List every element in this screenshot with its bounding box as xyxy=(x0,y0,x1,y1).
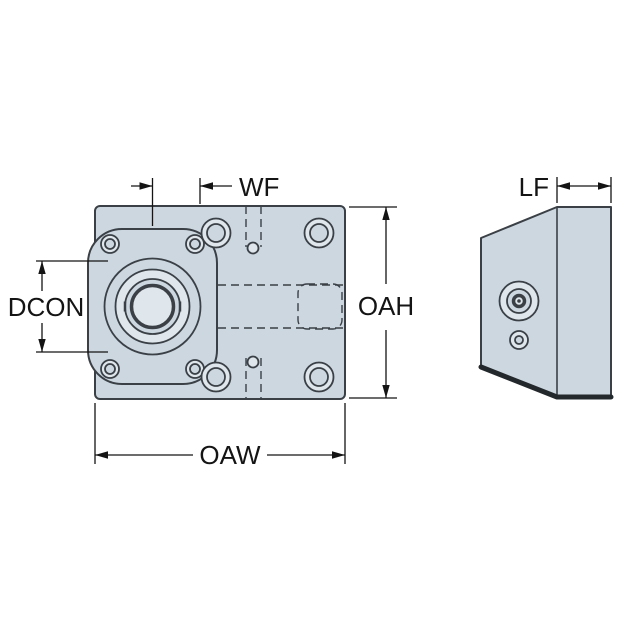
front-view xyxy=(87,205,346,400)
bolt-hole-inner xyxy=(189,238,201,250)
hidden-lines xyxy=(218,206,344,399)
bolt-hole-inner xyxy=(104,238,116,250)
lf-label: LF xyxy=(519,172,549,202)
bolt-hole-bottom-left xyxy=(100,359,120,379)
counterbore-top-left xyxy=(200,217,232,249)
port-center-dot xyxy=(517,299,521,303)
lower-port-inner xyxy=(514,335,524,345)
bore-inner-circle xyxy=(129,283,176,330)
counterbore-inner xyxy=(309,223,329,243)
wf-label: WF xyxy=(239,172,279,202)
oaw-label: OAW xyxy=(199,440,261,470)
side-bottom-dark-edge xyxy=(478,364,614,400)
dcon-label: DCON xyxy=(8,292,85,322)
bolt-hole-top-left xyxy=(100,234,120,254)
dimensions: WF LF DCON xyxy=(8,172,612,470)
side-view xyxy=(478,206,614,400)
center-bore xyxy=(114,268,191,345)
counterbore-inner xyxy=(309,367,329,387)
oah-label: OAH xyxy=(358,291,414,321)
counterbore-holes xyxy=(200,217,335,393)
pin-hole-bottom xyxy=(246,355,260,369)
oaw-dimension: OAW xyxy=(94,403,346,470)
counterbore-inner xyxy=(206,223,226,243)
dcon-dimension: DCON xyxy=(8,260,108,353)
side-coolant-ports xyxy=(498,280,540,350)
wf-dimension: WF xyxy=(131,172,279,226)
lf-dimension: LF xyxy=(519,172,612,203)
counterbore-bottom-left xyxy=(200,361,232,393)
flange-bolt-holes xyxy=(100,234,205,379)
counterbore-bottom-right xyxy=(303,361,335,393)
counterbore-top-right xyxy=(303,217,335,249)
bolt-hole-inner xyxy=(104,363,116,375)
counterbore-inner xyxy=(206,367,226,387)
pin-hole-top xyxy=(246,241,260,255)
pin-holes xyxy=(246,241,260,369)
bolt-hole-inner xyxy=(189,363,201,375)
bolt-hole-bottom-right xyxy=(185,359,205,379)
oah-dimension: OAH xyxy=(349,206,414,399)
hidden-pocket-outline xyxy=(297,283,343,330)
bolt-hole-top-right xyxy=(185,234,205,254)
